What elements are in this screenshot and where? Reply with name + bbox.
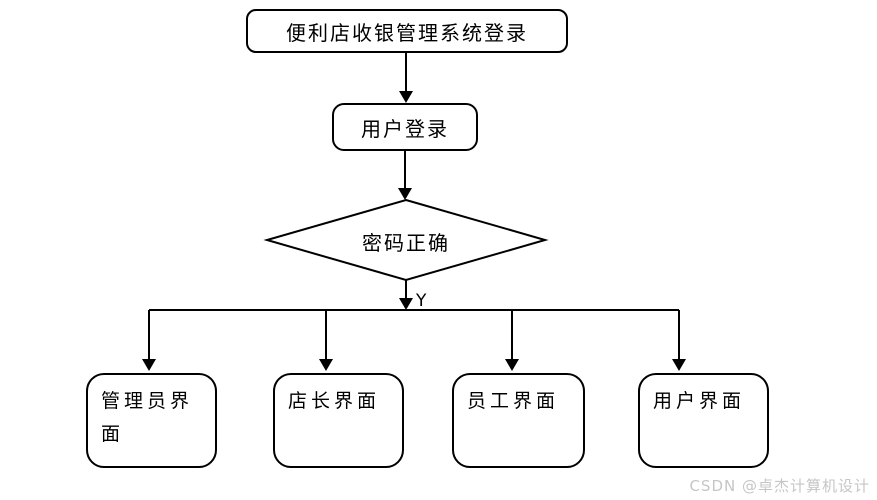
arrow-decision-to-bus-head — [399, 298, 413, 310]
node-user-login: 用户登录 — [332, 103, 478, 151]
node-admin-interface: 管理员界面 — [86, 373, 217, 468]
csdn-watermark: CSDN @卓杰计算机设计 — [689, 477, 870, 495]
node-admin-interface-label: 管理员界面 — [101, 390, 194, 445]
node-staff-interface-label: 员工界面 — [467, 390, 560, 412]
arrow-to-manager-head — [319, 359, 333, 371]
arrow-to-admin-head — [142, 359, 156, 371]
node-user-login-label: 用户登录 — [361, 116, 449, 141]
decision-yes-label: Y — [416, 291, 427, 311]
node-manager-interface-label: 店长界面 — [288, 390, 381, 412]
node-manager-interface: 店长界面 — [273, 373, 404, 468]
node-system-login-label: 便利店收银管理系统登录 — [286, 20, 528, 45]
node-user-interface: 用户界面 — [638, 373, 769, 468]
node-staff-interface: 员工界面 — [452, 373, 585, 468]
node-user-interface-label: 用户界面 — [653, 390, 746, 412]
node-password-correct-label: 密码正确 — [362, 231, 450, 255]
arrow-to-staff-head — [505, 359, 519, 371]
arrow-to-user-head — [672, 359, 686, 371]
node-system-login: 便利店收银管理系统登录 — [246, 9, 568, 53]
arrow-start-to-login-head — [399, 91, 413, 103]
arrow-login-to-decision-head — [398, 188, 412, 200]
